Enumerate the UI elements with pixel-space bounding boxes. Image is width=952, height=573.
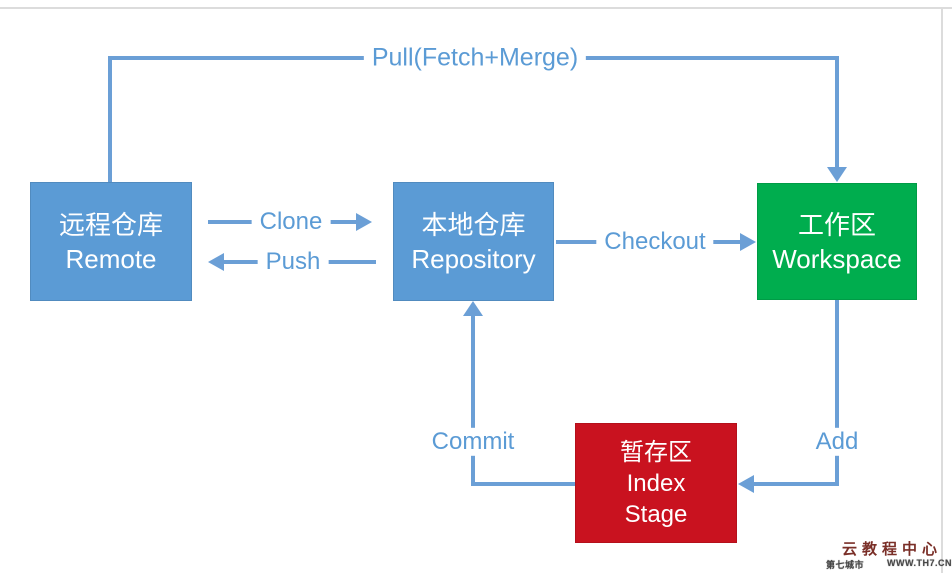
top-border-line	[0, 7, 952, 9]
pull-line-right-vertical	[835, 56, 839, 169]
push-arrowhead-left-icon	[208, 253, 224, 271]
node-workspace-label-en: Workspace	[772, 243, 902, 274]
node-remote-label-zh: 远程仓库	[58, 209, 163, 240]
clone-label: Clone	[251, 207, 331, 237]
node-repository-label-zh: 本地仓库	[421, 209, 526, 240]
node-repository: 本地仓库 Repository	[393, 182, 554, 301]
node-index-stage-label-en1: Index	[626, 469, 686, 497]
node-remote-label-en: Remote	[65, 243, 157, 274]
checkout-label: Checkout	[596, 227, 714, 257]
commit-arrowhead-up-icon	[463, 301, 483, 316]
right-border-line	[941, 7, 943, 573]
node-workspace-label-zh: 工作区	[797, 209, 876, 240]
push-label: Push	[257, 247, 329, 277]
clone-arrowhead-right-icon	[356, 213, 372, 231]
checkout-arrowhead-right-icon	[740, 233, 756, 251]
watermark-site-url: WWW.TH7.CN	[887, 558, 952, 568]
node-workspace: 工作区 Workspace	[757, 183, 917, 300]
node-index-stage: 暂存区 Index Stage	[575, 423, 737, 543]
add-line-vertical	[835, 300, 839, 486]
add-label: Add	[807, 427, 867, 457]
commit-line-vertical	[471, 313, 475, 486]
watermark-subline: 第七城市 WWW.TH7.CN	[826, 558, 952, 571]
node-index-stage-label-en2: Stage	[624, 500, 688, 528]
add-arrowhead-left-icon	[738, 475, 754, 493]
pull-line-left-vertical	[108, 56, 112, 183]
commit-line-horizontal	[471, 482, 577, 486]
commit-label: Commit	[423, 427, 523, 457]
pull-label: Pull(Fetch+Merge)	[363, 43, 587, 73]
add-line-horizontal	[753, 482, 839, 486]
node-index-stage-label-zh: 暂存区	[620, 438, 692, 466]
watermark-site-name: 第七城市	[826, 560, 865, 570]
watermark-title: 云教程中心	[841, 541, 942, 558]
node-remote: 远程仓库 Remote	[30, 182, 192, 301]
pull-arrowhead-down-icon	[827, 167, 847, 182]
node-repository-label-en: Repository	[411, 243, 536, 274]
